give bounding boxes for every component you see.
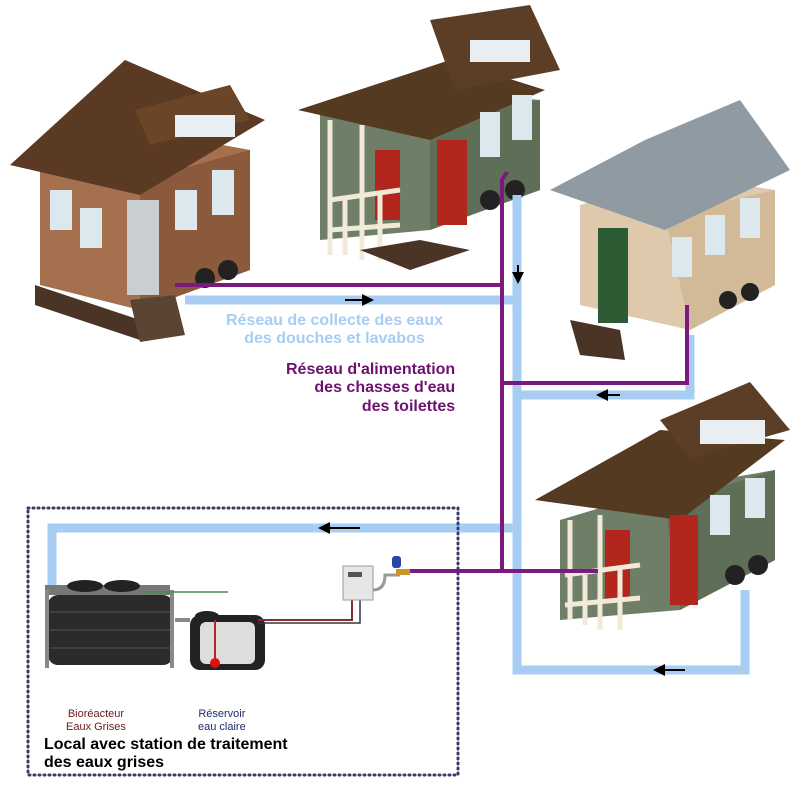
door: [598, 228, 628, 323]
dormer-windows: [175, 115, 235, 137]
door: [670, 515, 698, 605]
flush-supply-network-label: Réseau d'alimentation des chasses d'eau …: [286, 361, 456, 415]
grey-water-network-label: Réseau de collecte des eaux des douches …: [226, 312, 443, 348]
flow-arrows: [318, 265, 685, 676]
tiny-house-1: [10, 60, 265, 342]
pump-control-unit: [342, 556, 410, 601]
bioreactor-tank: [45, 580, 174, 668]
tiny-house-2: [298, 5, 560, 270]
station-label: Local avec station de traitement des eau…: [44, 736, 288, 772]
door: [437, 140, 467, 225]
supply-pipe-to-pump: [258, 600, 361, 624]
bioreactor-label: Bioréacteur Eaux Grises: [66, 708, 126, 733]
tiny-house-4: [535, 382, 790, 630]
flush-supply-network: [175, 170, 689, 573]
clear-water-reservoir: [140, 591, 265, 670]
reservoir-label: Réservoir eau claire: [198, 708, 246, 733]
door: [127, 200, 159, 295]
tiny-house-3: [550, 100, 790, 360]
station-boundary: [26, 506, 460, 777]
